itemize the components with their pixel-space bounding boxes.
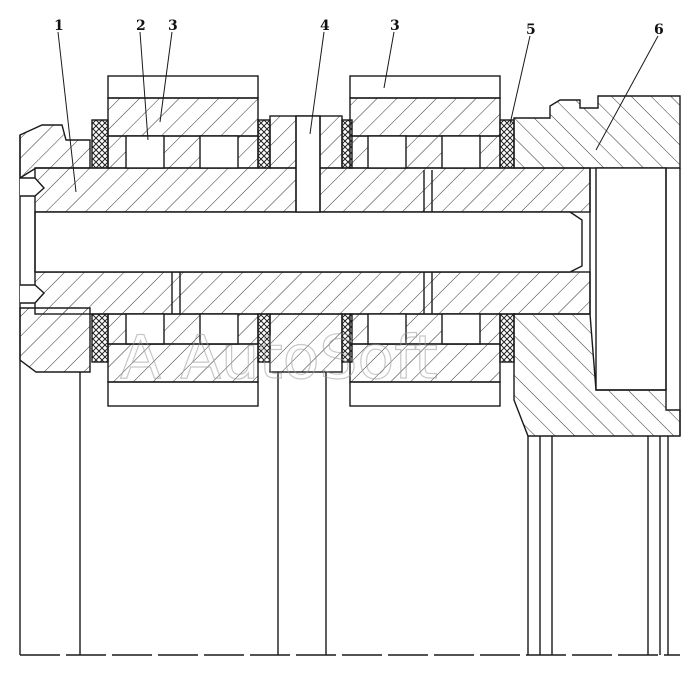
center-pin: [269, 115, 343, 655]
right-bearing-lower: [341, 313, 515, 407]
callout-3-right: 3: [390, 18, 400, 34]
callout-3-left: 3: [168, 18, 178, 34]
left-bearing-lower: [91, 313, 271, 407]
right-housing: [513, 95, 681, 655]
callout-6: 6: [654, 22, 664, 38]
callout-2: 2: [136, 18, 146, 34]
leader-line-3a: [159, 31, 173, 123]
leader-line-4: [309, 31, 325, 135]
leader-line-3b: [383, 31, 395, 89]
leader-line-2: [139, 31, 149, 141]
leader-line-1: [57, 31, 77, 193]
callout-4: 4: [320, 18, 330, 34]
callout-1: 1: [54, 18, 64, 34]
watermark: A AutoSoft: [120, 323, 438, 393]
leader-line-6: [595, 35, 659, 151]
callout-5: 5: [526, 22, 536, 38]
left-bearing-upper: [91, 75, 271, 169]
leader-line-5: [509, 35, 531, 125]
right-bearing-upper: [341, 75, 515, 169]
